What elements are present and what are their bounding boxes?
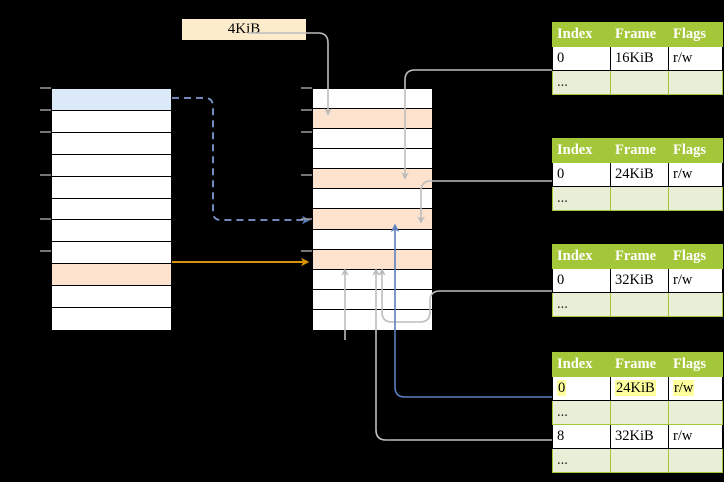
physical-row-row-7: [313, 229, 432, 250]
virtual-row-row-8: [52, 264, 171, 287]
cell-frame: 32KiB: [610, 424, 669, 449]
virtual-row-row-5: [52, 198, 171, 221]
highlighted-value: 0: [557, 379, 567, 396]
cell-flags: [668, 400, 723, 425]
cell-frame: [610, 448, 669, 473]
cell-index: 0: [552, 376, 611, 401]
virtual-row-row-3: [52, 154, 171, 177]
physical-memory-column: [312, 88, 433, 330]
virtual-row-row-0: [52, 89, 171, 111]
cell-index: ...: [552, 186, 611, 211]
column-header-index: Index: [552, 138, 611, 163]
cell-index: ...: [552, 70, 611, 95]
cell-flags: r/w: [668, 268, 723, 293]
physical-row-row-6: [313, 209, 432, 230]
cell-flags: [668, 186, 723, 211]
column-header-flags: Flags: [668, 138, 723, 163]
cell-flags: r/w: [668, 376, 723, 401]
column-header-flags: Flags: [668, 22, 723, 47]
column-header-index: Index: [552, 244, 611, 269]
column-header-frame: Frame: [610, 138, 669, 163]
physical-row-row-1: [313, 109, 432, 130]
cell-index: ...: [552, 400, 611, 425]
cell-flags: r/w: [668, 162, 723, 187]
physical-row-row-3: [313, 149, 432, 170]
physical-row-row-4: [313, 169, 432, 190]
connector-table2-to-physical: [417, 180, 552, 224]
virtual-row-row-6: [52, 220, 171, 243]
column-header-flags: Flags: [668, 352, 723, 377]
physical-row-row-5: [313, 189, 432, 210]
column-header-frame: Frame: [610, 22, 669, 47]
cell-flags: [668, 70, 723, 95]
cell-frame: 24KiB: [610, 162, 669, 187]
physical-row-row-2: [313, 129, 432, 150]
cell-frame: 16KiB: [610, 46, 669, 71]
highlighted-value: r/w: [673, 379, 695, 396]
cell-flags: [668, 448, 723, 473]
cell-frame: [610, 70, 669, 95]
cell-flags: r/w: [668, 424, 723, 449]
connector-virtual-to-physical-dashed: [172, 97, 311, 225]
cell-flags: r/w: [668, 46, 723, 71]
highlighted-value: 24KiB: [615, 379, 656, 396]
physical-row-row-11: [313, 309, 432, 330]
cell-frame: [610, 292, 669, 317]
physical-row-row-10: [313, 289, 432, 310]
cell-index: ...: [552, 292, 611, 317]
virtual-row-row-2: [52, 132, 171, 155]
page-size-label: 4KiB: [182, 19, 306, 40]
connector-physical-up-right: [421, 288, 552, 312]
table-row: ...: [552, 292, 723, 317]
cell-flags: [668, 292, 723, 317]
cell-frame: [610, 400, 669, 425]
column-header-flags: Flags: [668, 244, 723, 269]
table-row: ...: [552, 448, 723, 473]
virtual-row-row-1: [52, 110, 171, 133]
virtual-row-row-10: [52, 308, 171, 330]
virtual-address-space-column: [51, 88, 172, 330]
connector-table3-link: [431, 291, 552, 302]
column-header-index: Index: [552, 22, 611, 47]
cell-index: 0: [552, 46, 611, 71]
table-row: ...: [552, 400, 723, 425]
cell-index: 8: [552, 424, 611, 449]
cell-frame: [610, 186, 669, 211]
cell-frame: 32KiB: [610, 268, 669, 293]
cell-index: 0: [552, 268, 611, 293]
table-row: ...: [552, 70, 723, 95]
cell-index: ...: [552, 448, 611, 473]
table-row: ...: [552, 186, 723, 211]
virtual-row-row-4: [52, 176, 171, 199]
cell-frame: 24KiB: [610, 376, 669, 401]
virtual-row-row-7: [52, 242, 171, 265]
column-header-frame: Frame: [610, 244, 669, 269]
virtual-row-row-9: [52, 286, 171, 309]
column-header-index: Index: [552, 352, 611, 377]
cell-index: 0: [552, 162, 611, 187]
table-row: 0 24KiB r/w: [552, 376, 723, 401]
page-size-label-text: 4KiB: [227, 21, 261, 37]
physical-row-row-8: [313, 249, 432, 270]
physical-row-row-9: [313, 269, 432, 290]
column-header-frame: Frame: [610, 352, 669, 377]
physical-row-row-0: [313, 89, 432, 110]
connector-table3-to-physical: [421, 272, 552, 301]
